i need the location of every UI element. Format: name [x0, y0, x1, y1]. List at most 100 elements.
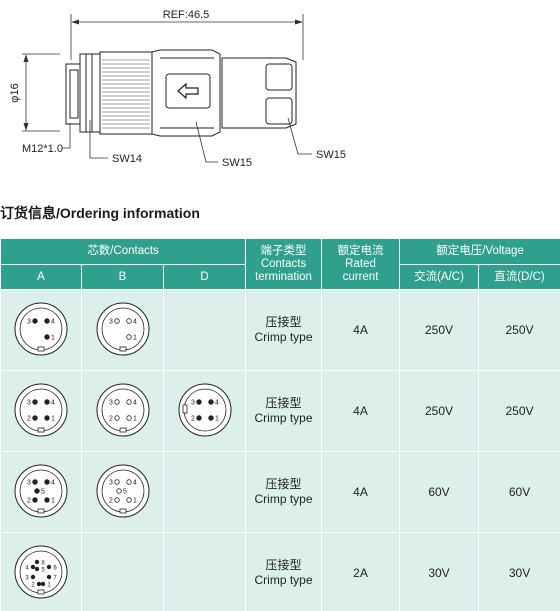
pin-number: 2 — [27, 497, 31, 504]
face-outer-ring — [178, 383, 231, 436]
leader-lines — [62, 117, 312, 163]
pin-number: 4 — [133, 479, 137, 486]
pin-number: 3 — [109, 399, 113, 406]
pin-contact — [113, 398, 120, 405]
face-outer-ring — [14, 383, 68, 436]
pin-number: 4 — [133, 399, 137, 406]
coding-key — [37, 508, 45, 513]
pin-contact — [113, 414, 120, 421]
face-outer-ring — [14, 302, 68, 355]
ordering-table: 芯数/Contacts 端子类型 Contacts termination 额定… — [0, 238, 560, 611]
dia-dim-label: φ16 — [9, 83, 21, 102]
pin-contact — [30, 564, 36, 569]
face-outer-ring — [96, 464, 149, 517]
pin-number: 1 — [51, 497, 55, 504]
ref-arrow-right — [295, 19, 303, 25]
pin-number: 1 — [51, 415, 55, 422]
pin-number: 5 — [41, 567, 45, 573]
face-outer-ring — [96, 302, 149, 355]
pin-number: 1 — [133, 497, 137, 504]
pin-number: 2 — [109, 415, 113, 422]
pin-contact — [44, 414, 50, 421]
pin-contact — [46, 564, 52, 569]
dc-voltage-cell: 250V — [478, 289, 560, 371]
pin-number: 5 — [41, 488, 45, 495]
pin-number: 4 — [51, 479, 55, 486]
connector-drawing: REF:46.5 φ16 — [9, 9, 346, 169]
dia-arrow-bottom — [23, 123, 29, 131]
current-cell: 4A — [321, 451, 401, 533]
pin-contact — [113, 496, 120, 503]
pin-contact — [46, 574, 52, 579]
sw14-label: SW14 — [112, 153, 142, 165]
ref-dim-label: REF:46.5 — [163, 9, 209, 21]
pin-number: 2 — [31, 582, 35, 588]
header-col-b: B — [81, 264, 164, 290]
face-outer-ring — [14, 464, 68, 517]
pin-contact — [195, 414, 202, 421]
current-cell: 4A — [321, 370, 401, 452]
pin-contact — [34, 559, 40, 564]
coding-key — [119, 427, 126, 432]
pin-contact — [125, 478, 132, 485]
sw15-label-b: SW15 — [316, 149, 346, 161]
sw15-label-a: SW15 — [222, 157, 252, 169]
coding-key — [182, 404, 187, 413]
pin-number: 7 — [53, 575, 57, 581]
knurl-pattern — [102, 59, 150, 129]
pin-number: 4 — [133, 318, 137, 325]
pin-number: 1 — [47, 582, 51, 588]
header-dc: 直流(D/C) — [478, 264, 560, 290]
coding-key — [37, 427, 45, 432]
pin-number: 6 — [53, 565, 57, 571]
pin-number: 2 — [191, 415, 195, 422]
pin-contact — [125, 496, 132, 503]
pin-number: 4 — [215, 399, 219, 406]
header-termination: 端子类型 Contacts termination — [245, 238, 323, 290]
pin-contact — [44, 478, 50, 485]
header-termination-en2: termination — [255, 270, 312, 283]
header-contacts: 芯数/Contacts — [0, 238, 247, 265]
pin-contact — [125, 398, 132, 405]
face-outer-ring — [96, 383, 149, 436]
pin-number: 2 — [27, 415, 31, 422]
pin-contact — [207, 414, 214, 421]
coding-key — [119, 346, 126, 351]
header-col-a: A — [0, 264, 82, 290]
section-title: 订货信息/Ordering information — [0, 205, 200, 221]
pin-contact — [30, 574, 36, 579]
current-cell: 4A — [321, 289, 401, 371]
termination-cn: 压接型 — [265, 558, 302, 572]
coding-key — [37, 589, 45, 594]
pin-contact — [32, 478, 38, 485]
dc-voltage-cell: 250V — [478, 370, 560, 452]
header-current-en2: current — [342, 270, 379, 283]
connector-body — [65, 49, 297, 137]
header-current-cn: 额定电流 — [337, 244, 384, 257]
pin-number: 4 — [51, 399, 55, 406]
pin-contact — [207, 398, 214, 405]
header-col-d: D — [162, 264, 247, 290]
header-termination-en1: Contacts — [260, 257, 307, 270]
pin-number: 3 — [109, 479, 113, 486]
pin-number: 4 — [25, 565, 29, 571]
header-current-en1: Rated — [345, 257, 376, 270]
dc-voltage-cell: 30V — [478, 532, 560, 611]
pin-contact — [115, 487, 122, 494]
pin-number: 3 — [25, 575, 29, 581]
